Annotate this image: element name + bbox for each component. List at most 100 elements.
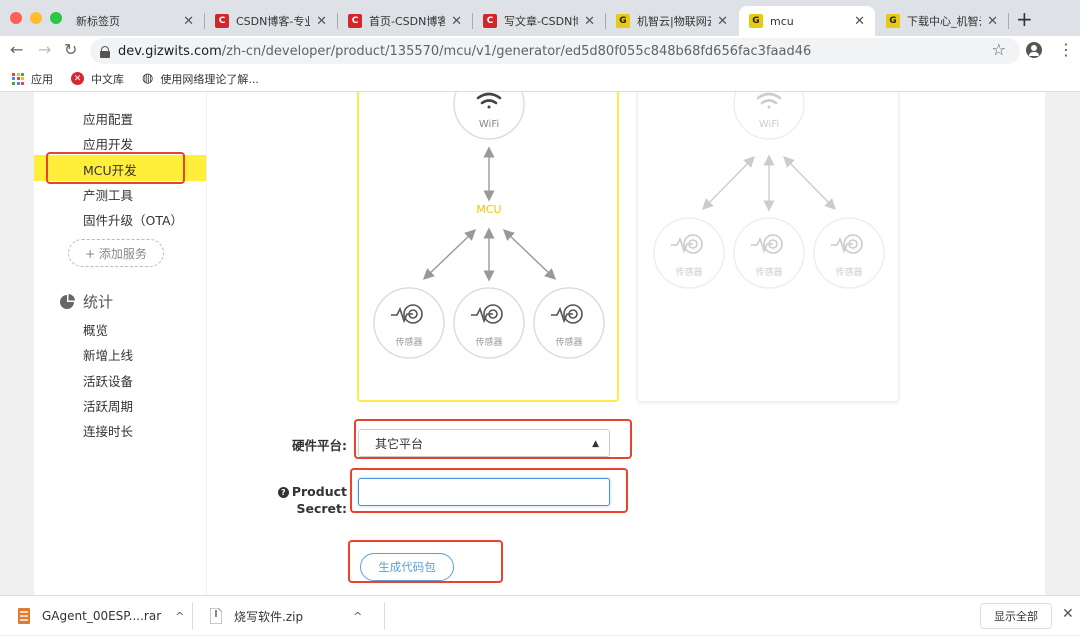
generate-code-button[interactable]: 生成代码包 (360, 553, 454, 581)
sensor-node-2: 传感器 (453, 287, 525, 359)
zoom-window-button[interactable] (50, 12, 62, 24)
sidebar-item-active-devices[interactable]: 活跃设备 (83, 374, 134, 389)
sensor-node-3: 传感器 (813, 217, 885, 289)
new-tab-plus-icon[interactable]: + (1016, 7, 1033, 31)
stats-heading-label: 统计 (83, 293, 114, 311)
tab-new-tab[interactable]: 新标签页 ✕ (66, 6, 204, 36)
tab-csdn-write[interactable]: C 写文章-CSDN博客 ✕ (473, 6, 605, 36)
product-secret-input[interactable] (358, 478, 610, 506)
sidebar-item-new-online[interactable]: 新增上线 (83, 348, 134, 363)
download-bar: GAgent_00ESP....rar ^ 烧写软件.zip ^ 显示全部 ✕ (0, 595, 1080, 635)
sidebar-item-app-dev[interactable]: 应用开发 (83, 137, 134, 152)
page-content: 应用配置 应用开发 MCU开发 产测工具 固件升级（OTA） + 添加服务 统计… (0, 92, 1080, 595)
wifi-node-label: WiFi (759, 119, 779, 130)
tab-title: 新标签页 (76, 15, 120, 28)
product-secret-label-line1: Product (291, 484, 347, 499)
sidebar-item-test-tools[interactable]: 产测工具 (83, 188, 134, 203)
mcu-sensor-link-1 (422, 229, 477, 280)
hardware-platform-label: 硬件平台: (292, 438, 347, 453)
mcu-sensor-link-3 (502, 229, 557, 280)
soc-scheme-panel[interactable]: WiFi 传感器 传感器 传感器 (637, 92, 899, 402)
wifi-sensor-link-3 (783, 155, 836, 211)
show-all-downloads-button[interactable]: 显示全部 (980, 603, 1052, 629)
add-service-button[interactable]: + 添加服务 (68, 239, 164, 267)
sidebar-item-mcu-dev[interactable]: MCU开发 (83, 163, 137, 178)
zip-file-icon (210, 608, 222, 624)
wifi-module-node (453, 92, 525, 140)
minimize-window-button[interactable] (30, 12, 42, 24)
tab-gizwits-cloud[interactable]: G 机智云|物联网云服务 ✕ (606, 6, 738, 36)
chevron-up-icon[interactable]: ^ (353, 609, 363, 623)
tab-csdn-home[interactable]: C 首页-CSDN博客 ✕ (338, 6, 472, 36)
secret-annotation-box (350, 468, 628, 513)
bookmark-apps[interactable]: 应用 (12, 71, 53, 87)
wifi-icon (476, 92, 502, 109)
tab-close-icon[interactable]: ✕ (584, 13, 595, 29)
close-window-button[interactable] (10, 12, 22, 24)
mcu-scheme-panel[interactable]: WiFi MCU 传感器 传感器 (357, 92, 619, 402)
sensor-icon (391, 304, 423, 324)
tab-title: 机智云|物联网云服务 (637, 15, 711, 28)
caret-up-icon: ▲ (592, 439, 599, 449)
wifi-module-node (733, 92, 805, 140)
gizwits-icon: G (616, 14, 630, 28)
tab-close-icon[interactable]: ✕ (183, 13, 194, 29)
tab-title: mcu (770, 14, 794, 28)
chevron-up-icon[interactable]: ^ (175, 609, 185, 623)
main-content: WiFi MCU 传感器 传感器 (207, 92, 1045, 595)
bookmark-network-theory[interactable]: ◍ 使用网络理论了解... (142, 71, 259, 87)
sensor-icon (671, 234, 703, 254)
hardware-platform-value: 其它平台 (375, 436, 424, 451)
sidebar-item-active-period[interactable]: 活跃周期 (83, 399, 134, 414)
tab-csdn-blog[interactable]: C CSDN博客-专业IT ✕ (205, 6, 337, 36)
tab-close-icon[interactable]: ✕ (717, 13, 728, 29)
gizwits-icon: G (886, 14, 900, 28)
hardware-platform-select[interactable]: 其它平台 ▲ (358, 429, 610, 457)
zhongwenku-icon: ✕ (71, 72, 84, 85)
bookmark-label: 使用网络理论了解... (160, 72, 259, 86)
tab-close-icon[interactable]: ✕ (451, 13, 462, 29)
sensor-label: 传感器 (475, 336, 502, 348)
wifi-icon (756, 92, 782, 109)
sensor-icon (471, 304, 503, 324)
forward-arrow-icon[interactable]: → (38, 40, 52, 59)
tab-title: 下载中心_机智云 (907, 15, 981, 28)
bookmark-star-icon[interactable]: ☆ (991, 40, 1006, 59)
tab-close-icon[interactable]: ✕ (854, 13, 865, 29)
account-avatar-icon[interactable] (1026, 42, 1042, 58)
sensor-icon (751, 234, 783, 254)
address-bar[interactable]: dev.gizwits.com/zh-cn/developer/product/… (90, 38, 1020, 64)
sensor-node-3: 传感器 (533, 287, 605, 359)
download-item-rar[interactable]: GAgent_00ESP....rar ^ (18, 596, 184, 636)
url-path: /zh-cn/developer/product/135570/mcu/v1/g… (221, 43, 812, 59)
product-secret-label-line2: Secret: (296, 501, 347, 516)
browser-toolbar: ← → ↻ dev.gizwits.com/zh-cn/developer/pr… (0, 36, 1080, 66)
sidebar-active-highlight (34, 155, 206, 181)
sidebar-item-connection-duration[interactable]: 连接时长 (83, 424, 134, 439)
download-filename: GAgent_00ESP....rar (42, 609, 162, 623)
sidebar-item-app-config[interactable]: 应用配置 (83, 112, 134, 127)
close-download-bar-icon[interactable]: ✕ (1062, 606, 1074, 622)
pie-chart-icon (60, 293, 75, 309)
sensor-label: 传感器 (755, 266, 782, 278)
tab-gizwits-download[interactable]: G 下载中心_机智云 ✕ (876, 6, 1008, 36)
csdn-icon: C (483, 14, 497, 28)
tab-close-icon[interactable]: ✕ (987, 13, 998, 29)
back-arrow-icon[interactable]: ← (10, 40, 24, 59)
bookmark-zhongwenku[interactable]: ✕ 中文库 (71, 71, 124, 87)
help-circle-icon[interactable]: ? (277, 487, 289, 498)
csdn-icon: C (348, 14, 362, 28)
sidebar-item-ota[interactable]: 固件升级（OTA） (83, 213, 184, 228)
sidebar-item-overview[interactable]: 概览 (83, 323, 109, 338)
lock-icon (100, 45, 110, 58)
reload-icon[interactable]: ↻ (64, 40, 78, 59)
window-controls (10, 12, 62, 24)
menu-kebab-icon[interactable]: ⋮ (1058, 40, 1074, 59)
sensor-label: 传感器 (835, 266, 862, 278)
tab-close-icon[interactable]: ✕ (316, 13, 327, 29)
soc-scheme-diagram: WiFi 传感器 传感器 传感器 (653, 92, 885, 289)
tab-mcu[interactable]: G mcu ✕ (739, 6, 875, 36)
gizwits-icon: G (749, 14, 763, 28)
wifi-sensor-link-1 (702, 155, 755, 211)
download-item-zip[interactable]: 烧写软件.zip ^ (210, 596, 362, 636)
